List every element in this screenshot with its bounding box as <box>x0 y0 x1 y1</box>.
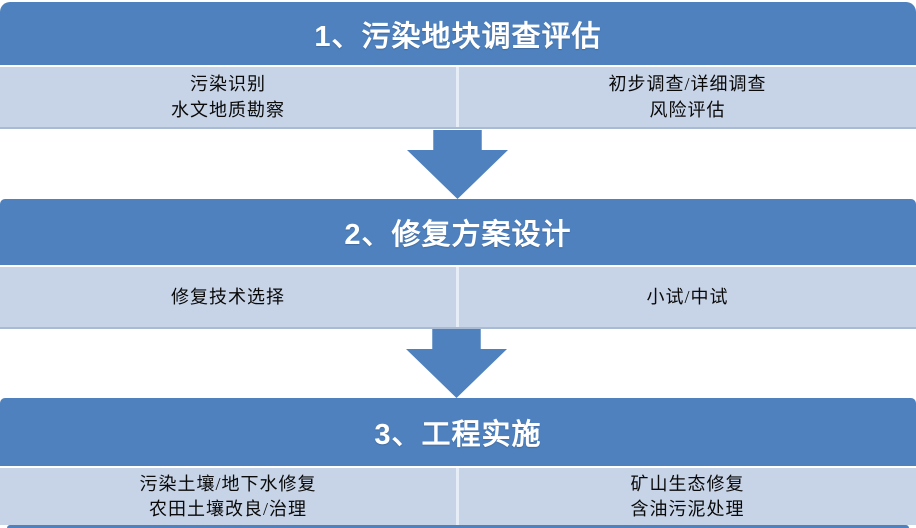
stage-1-cell-left: 污染识别 水文地质勘察 <box>0 67 456 127</box>
stage-3-header: 3、工程实施 <box>0 398 916 466</box>
stage-1-cell-right: 初步调查/详细调查 风险评估 <box>459 67 916 127</box>
stage-1-body: 污染识别 水文地质勘察 初步调查/详细调查 风险评估 <box>0 67 916 129</box>
stage-1-title: 1、污染地块调查评估 <box>314 20 602 53</box>
stage-1-header: 1、污染地块调查评估 <box>0 2 916 65</box>
process-step-label: 小试/中试 <box>646 287 729 307</box>
stage-2-cell-right: 小试/中试 <box>459 267 916 327</box>
stage-2-title: 2、修复方案设计 <box>344 219 572 251</box>
down-arrow-icon <box>406 329 507 398</box>
stage-3-cell-right: 矿山生态修复 含油污泥处理 <box>459 468 916 525</box>
process-step-label: 矿山生态修复 <box>630 474 745 494</box>
stage-3-title: 3、工程实施 <box>374 419 542 451</box>
stage-3-body: 污染土壤/地下水修复 农田土壤改良/治理 矿山生态修复 含油污泥处理 <box>0 468 916 525</box>
process-step-label: 污染识别 <box>190 74 266 94</box>
next-stage-edge <box>7 525 909 528</box>
process-step-label: 含油污泥处理 <box>630 499 745 519</box>
process-step-label: 水文地质勘察 <box>171 100 285 120</box>
process-step-label: 污染土壤/地下水修复 <box>139 474 317 494</box>
process-step-label: 农田土壤改良/治理 <box>148 499 307 519</box>
stage-2-cell-left: 修复技术选择 <box>0 267 456 327</box>
stage-3-cell-left: 污染土壤/地下水修复 农田土壤改良/治理 <box>0 468 456 525</box>
process-step-label: 初步调查/详细调查 <box>608 74 767 94</box>
stage-2-body: 修复技术选择 小试/中试 <box>0 267 916 329</box>
stage-2-header: 2、修复方案设计 <box>0 199 916 265</box>
process-step-label: 风险评估 <box>649 100 726 120</box>
process-step-label: 修复技术选择 <box>171 287 285 307</box>
down-arrow-icon <box>407 130 508 199</box>
